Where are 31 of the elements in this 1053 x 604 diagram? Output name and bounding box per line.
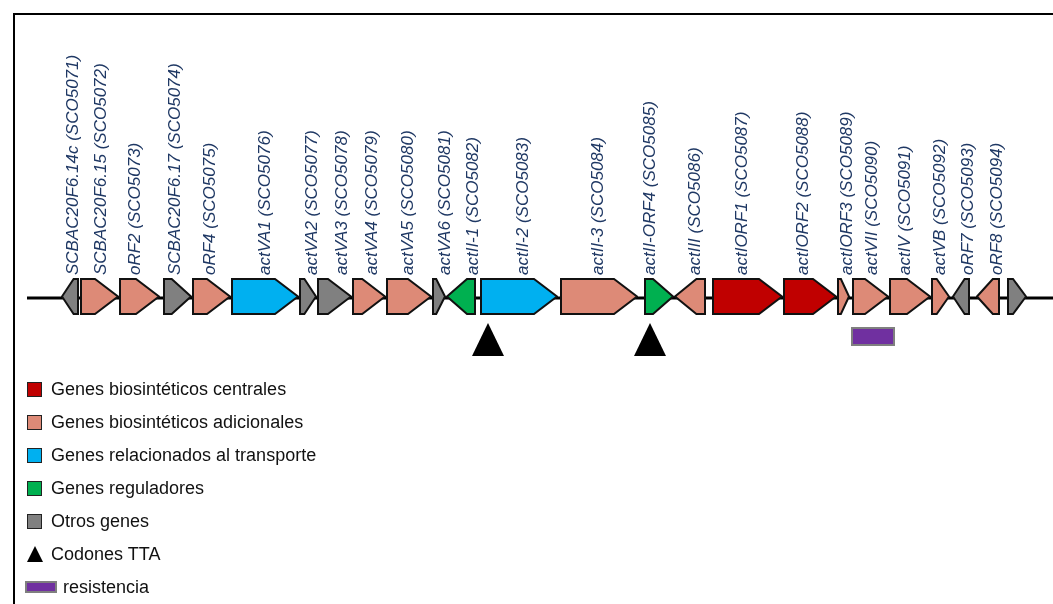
gene-label: actVA6 (SCO5081)	[435, 130, 455, 275]
gene-label: actVB (SCO5092)	[930, 138, 950, 275]
gene-label: actII-2 (SCO5083)	[513, 137, 533, 275]
gene-label: oRF4 (SCO5075)	[200, 142, 220, 275]
legend-text: Genes reguladores	[51, 476, 205, 500]
gene-label: oRF2 (SCO5073)	[125, 142, 145, 275]
gene-label: actIII (SCO5086)	[685, 147, 705, 275]
gene-label: actIV (SCO5091)	[895, 145, 915, 275]
legend-text: Genes biosintéticos adicionales	[51, 410, 304, 434]
gene-label: actIORF2 (SCO5088)	[793, 111, 813, 275]
gene-label: actVA5 (SCO5080)	[398, 130, 418, 275]
gene-label: oRF7 (SCO5093)	[958, 142, 978, 275]
gene-label: SCBAC20F6.17 (SCO5074)	[165, 63, 185, 275]
gene-label: oRF8 (SCO5094)	[987, 142, 1007, 275]
gene-label: actII-ORF4 (SCO5085)	[640, 101, 660, 275]
legend-text: Otros genes	[51, 509, 150, 533]
gene-label: SCBAC20F6.14c (SCO5071)	[63, 54, 83, 275]
gene-label: actIORF1 (SCO5087)	[732, 111, 752, 275]
gene-label: actII-1 (SCO5082)	[463, 137, 483, 275]
gene-label: SCBAC20F6.15 (SCO5072)	[91, 63, 111, 275]
legend-text: Genes relacionados al transporte	[51, 443, 317, 467]
legend-text: resistencia	[63, 575, 150, 599]
gene-label: actVA2 (SCO5077)	[302, 130, 322, 275]
gene-label: actVA1 (SCO5076)	[255, 130, 275, 275]
gene-label: actVII (SCO5090)	[862, 140, 882, 275]
legend-text: Codones TTA	[51, 542, 161, 566]
gene-label: actII-3 (SCO5084)	[588, 137, 608, 275]
legend-text: Genes biosintéticos centrales	[51, 377, 287, 401]
gene-label: actVA3 (SCO5078)	[332, 130, 352, 275]
gene-label: actIORF3 (SCO5089)	[837, 111, 857, 275]
gene-label: actVA4 (SCO5079)	[362, 130, 382, 275]
